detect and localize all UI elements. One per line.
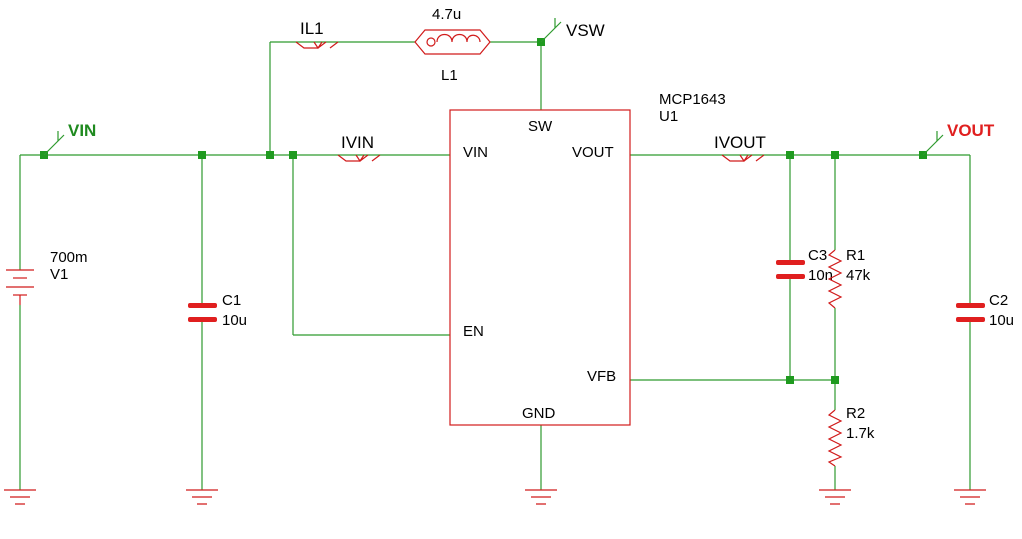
- resistor-zigzag-icon: [827, 409, 843, 467]
- ic-pin-vin: VIN: [463, 144, 488, 161]
- node-il1: [266, 151, 274, 159]
- probe-label-ivin: IVIN: [341, 133, 374, 152]
- inductor-value: 4.7u: [432, 6, 461, 23]
- probe-ivin: IVIN: [337, 133, 381, 163]
- ic-pin-gnd: GND: [522, 405, 556, 422]
- net-flag-vin: VIN: [43, 121, 96, 156]
- capacitor-ref: C1: [222, 292, 241, 309]
- inductor-dot: [426, 37, 436, 47]
- net-flag-vsw: VSW: [540, 18, 605, 43]
- inductor-coil-icon: [436, 33, 481, 43]
- probe-chevron-icon: [721, 154, 765, 163]
- ic-body: [449, 109, 631, 426]
- resistor-r1: R1 47k: [827, 247, 871, 309]
- capacitor-plate: [188, 317, 217, 322]
- inductor-body: [414, 29, 491, 55]
- capacitor-plate: [776, 260, 805, 265]
- node-en: [289, 151, 297, 159]
- battery-v1: 700m V1: [6, 249, 88, 305]
- ground-icon: [186, 489, 218, 505]
- ic-pin-vout: VOUT: [572, 144, 614, 161]
- probe-chevron-icon: [295, 41, 339, 50]
- capacitor-ref: C2: [989, 292, 1008, 309]
- ground-icon: [954, 489, 986, 505]
- capacitor-value: 10u: [222, 312, 247, 329]
- capacitor-c3: C3 10n: [776, 247, 833, 284]
- capacitor-plate: [188, 303, 217, 308]
- resistor-value: 1.7k: [846, 425, 875, 442]
- ground-icon: [4, 489, 36, 505]
- probe-il1: IL1: [295, 19, 339, 50]
- ic-pin-en: EN: [463, 323, 484, 340]
- capacitor-value: 10n: [808, 267, 833, 284]
- node-c1: [198, 151, 206, 159]
- resistor-ref: R2: [846, 405, 865, 422]
- resistor-r2: R2 1.7k: [827, 405, 875, 467]
- probe-ivout: IVOUT: [714, 133, 766, 163]
- node-r1: [831, 151, 839, 159]
- inductor-l1: 4.7u L1: [414, 6, 491, 84]
- capacitor-c2: C2 10u: [956, 292, 1014, 329]
- ic-pin-vfb: VFB: [587, 368, 616, 385]
- net-label-vout: VOUT: [947, 121, 995, 140]
- net-flag-tick-icon: [922, 131, 944, 156]
- ic-u1: MCP1643 U1 SW VIN VOUT EN VFB GND: [449, 91, 726, 426]
- battery-value: 700m: [50, 249, 88, 266]
- probe-label-il1: IL1: [300, 19, 324, 38]
- net-label-vsw: VSW: [566, 21, 605, 40]
- inductor-ref: L1: [441, 67, 458, 84]
- battery-ref: V1: [50, 266, 68, 283]
- capacitor-plate: [956, 303, 985, 308]
- net-label-vin: VIN: [68, 121, 96, 140]
- ground-icon: [525, 489, 557, 505]
- net-flag-vout: VOUT: [922, 121, 995, 156]
- ic-part-number: MCP1643: [659, 91, 726, 108]
- resistor-zigzag-icon: [827, 249, 843, 309]
- ground-icon: [819, 489, 851, 505]
- wires: [19, 41, 971, 490]
- resistor-value: 47k: [846, 267, 871, 284]
- capacitor-value: 10u: [989, 312, 1014, 329]
- capacitor-plate: [776, 274, 805, 279]
- capacitor-ref: C3: [808, 247, 827, 264]
- ground-symbols: [4, 489, 986, 505]
- capacitor-plate: [956, 317, 985, 322]
- probe-chevron-icon: [337, 154, 381, 163]
- ic-ref: U1: [659, 108, 678, 125]
- probe-label-ivout: IVOUT: [714, 133, 766, 152]
- net-flag-tick-icon: [43, 131, 65, 156]
- node-vfb-c3: [786, 376, 794, 384]
- ic-pin-sw: SW: [528, 118, 553, 135]
- resistor-ref: R1: [846, 247, 865, 264]
- capacitor-c1: C1 10u: [188, 292, 247, 329]
- node-c3: [786, 151, 794, 159]
- net-flag-tick-icon: [540, 18, 562, 43]
- node-vfb-r: [831, 376, 839, 384]
